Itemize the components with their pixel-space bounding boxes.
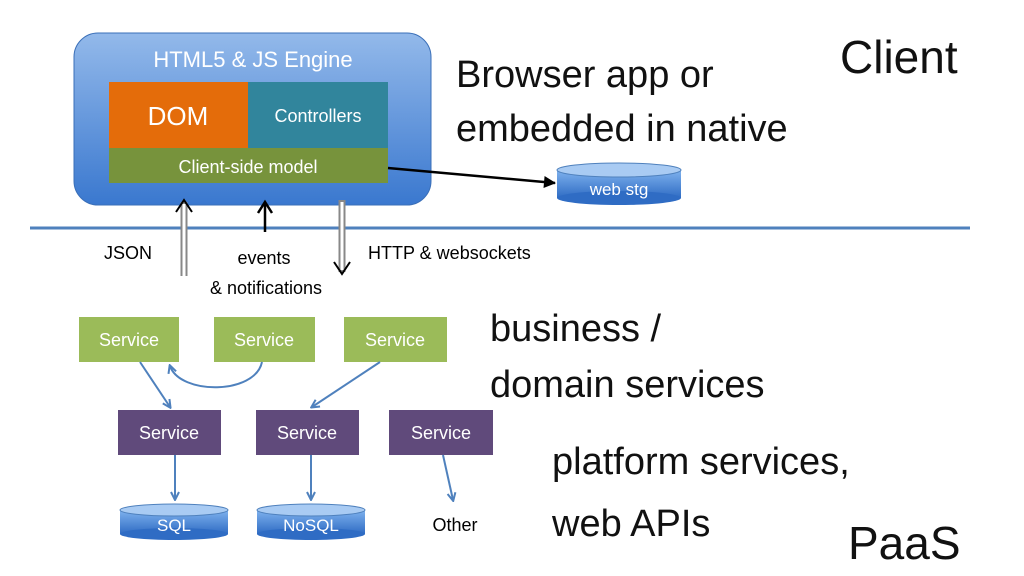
paas-heading: PaaS [848, 517, 961, 569]
client-description-line2: embedded in native [456, 108, 788, 150]
json-label: JSON [104, 243, 152, 263]
business-service-label-3: Service [365, 330, 425, 350]
business2-to-business1-arrow [170, 361, 263, 389]
dom-block [109, 82, 248, 148]
nosql-cylinder [256, 503, 366, 540]
dom-label: DOM [148, 101, 209, 131]
platform-service-box-2 [256, 410, 359, 455]
business-service-label-2: Service [234, 330, 294, 350]
events-up-arrow [256, 199, 274, 232]
platform-service-box-1 [118, 410, 221, 455]
web-storage-label: web stg [589, 180, 649, 199]
nosql-label: NoSQL [283, 516, 339, 535]
business-service-box-3 [344, 317, 447, 362]
business3-to-platform2-arrow [312, 361, 381, 407]
model-to-storage-arrow [387, 166, 556, 188]
business-service-label-1: Service [99, 330, 159, 350]
platform-description-line1: platform services, [552, 441, 850, 483]
platform-service-label-3: Service [411, 423, 471, 443]
controllers-label: Controllers [274, 106, 361, 126]
client-description-line1: Browser app or [456, 54, 714, 96]
http-down-arrow [333, 200, 351, 276]
business-service-box-2 [214, 317, 315, 362]
platform3-to-other-arrow [442, 454, 453, 500]
platform-service-label-1: Service [139, 423, 199, 443]
platform-service-label-2: Service [277, 423, 337, 443]
client-heading: Client [840, 31, 958, 83]
controllers-block [248, 82, 388, 148]
sql-cylinder [119, 503, 229, 540]
business-description-line2: domain services [490, 364, 765, 406]
business-service-box-1 [79, 317, 179, 362]
client-side-model-label: Client-side model [178, 157, 317, 177]
events-label-line1: events [237, 248, 290, 268]
platform-description-line2: web APIs [552, 503, 711, 545]
other-label: Other [432, 515, 477, 535]
json-up-arrow [175, 198, 193, 276]
sql-label: SQL [157, 516, 191, 535]
http-websockets-label: HTTP & websockets [368, 243, 531, 263]
platform-service-box-3 [389, 410, 493, 455]
client-side-model-block [109, 148, 388, 183]
events-label-line2: & notifications [210, 278, 322, 298]
business1-to-platform1-arrow [139, 361, 170, 407]
web-storage-cylinder [556, 162, 682, 205]
business-description-line1: business / [490, 308, 662, 350]
engine-title: HTML5 & JS Engine [153, 47, 352, 72]
